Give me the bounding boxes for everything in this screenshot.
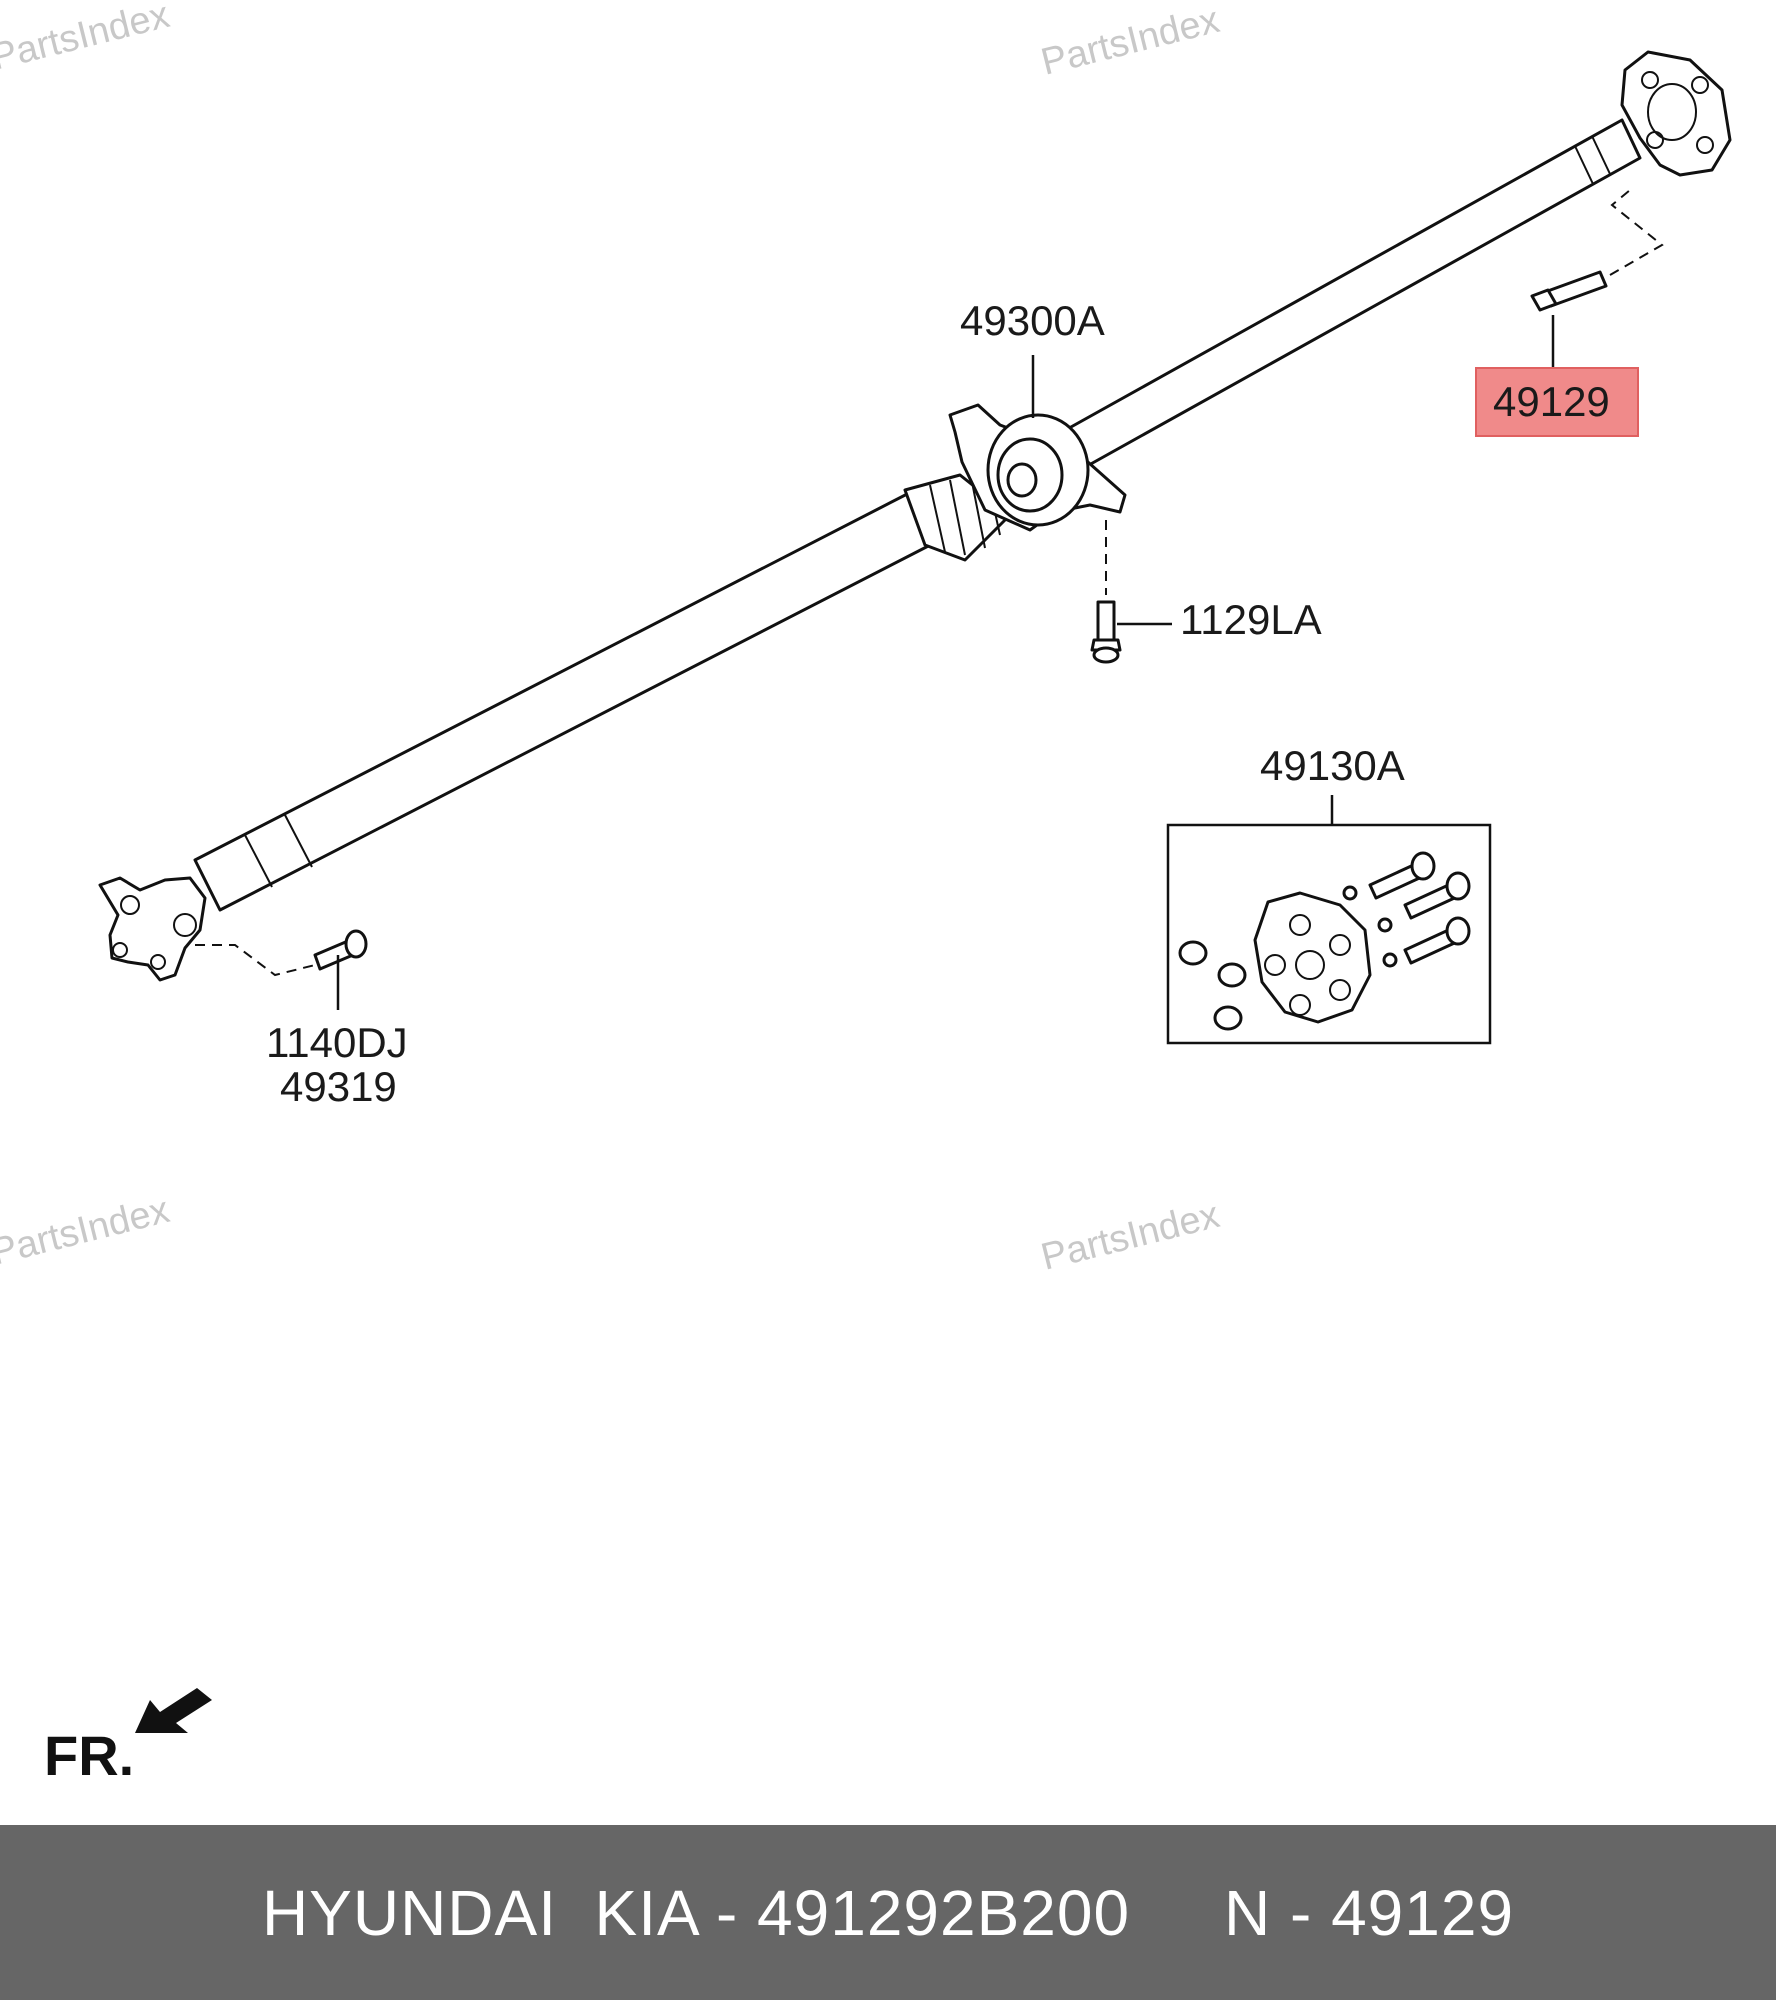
callout-1140dj: 1140DJ <box>266 1019 408 1066</box>
center-bearing <box>948 403 1127 532</box>
callout-49319: 49319 <box>280 1063 397 1110</box>
watermark: PartsIndex <box>1037 0 1223 84</box>
footer-part-number: N - 49129 <box>1223 1876 1515 1949</box>
leader-lines <box>336 315 1555 1010</box>
front-bolt-1140dj <box>195 929 368 977</box>
watermark: PartsIndex <box>1037 1194 1223 1279</box>
watermarks: PartsIndex PartsIndex PartsIndex PartsIn… <box>0 0 1223 1279</box>
callout-49130a: 49130A <box>1260 742 1405 789</box>
direction-label: FR. <box>44 1724 134 1787</box>
footer-bar: HYUNDAI KIA - 491292B200 N - 49129 <box>0 1825 1776 2000</box>
watermark: PartsIndex <box>0 0 173 79</box>
watermark: PartsIndex <box>0 1189 173 1274</box>
footer-spacer <box>1130 1876 1224 1950</box>
footer-brand-part: HYUNDAI KIA - 491292B200 <box>261 1876 1131 1949</box>
coupling-kit-box <box>1166 823 1492 1045</box>
callout-49129: 49129 <box>1493 378 1610 425</box>
propeller-shaft-diagram: PartsIndex PartsIndex PartsIndex PartsIn… <box>0 0 1732 1787</box>
front-shaft-tube <box>193 488 942 912</box>
bracket-bolt-1129la <box>1090 520 1122 664</box>
front-universal-joint <box>98 876 207 982</box>
rear-bolt-49129 <box>1530 189 1664 312</box>
highlight-box <box>1475 367 1639 437</box>
callout-1129la: 1129LA <box>1180 596 1322 643</box>
front-arrow-icon <box>135 1688 212 1733</box>
rear-flex-coupling <box>1620 50 1732 177</box>
callout-49300a: 49300A <box>960 297 1105 344</box>
